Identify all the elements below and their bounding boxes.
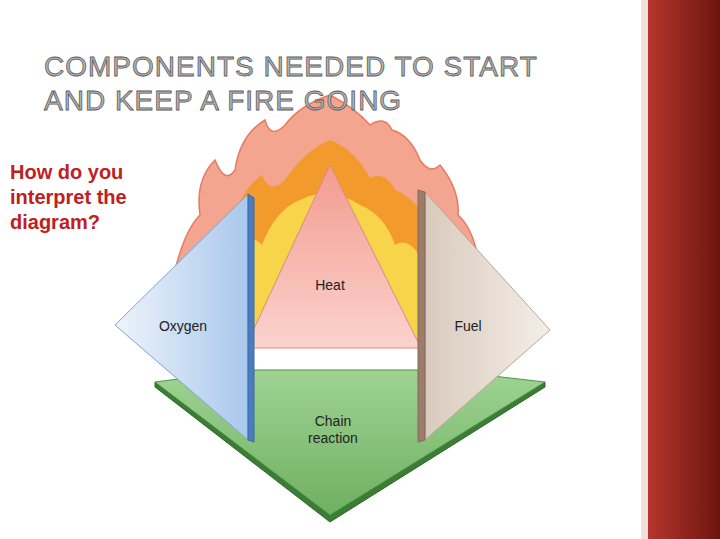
shape-outline xyxy=(418,188,556,444)
component-label: Oxygen xyxy=(159,318,207,335)
shape-outline xyxy=(243,163,423,351)
side-strip xyxy=(641,0,648,539)
oxygen-panel: Oxygen xyxy=(112,190,254,444)
component-label: Fuel xyxy=(454,318,481,335)
shape-outline xyxy=(112,190,254,444)
shape-face xyxy=(425,192,550,440)
question-label: How do you interpret the diagram? xyxy=(10,160,185,235)
component-label: Chain reaction xyxy=(293,413,373,447)
heat-triangle: Heat xyxy=(243,163,423,351)
slide-title: COMPONENTS NEEDED TO START AND KEEP A FI… xyxy=(44,50,574,118)
component-label: Heat xyxy=(315,277,345,294)
side-band xyxy=(648,0,720,539)
shape-face xyxy=(245,165,421,348)
fuel-panel: Fuel xyxy=(418,188,556,444)
shape-face xyxy=(418,190,425,442)
shape-face xyxy=(115,194,248,440)
shape-face xyxy=(248,194,254,442)
